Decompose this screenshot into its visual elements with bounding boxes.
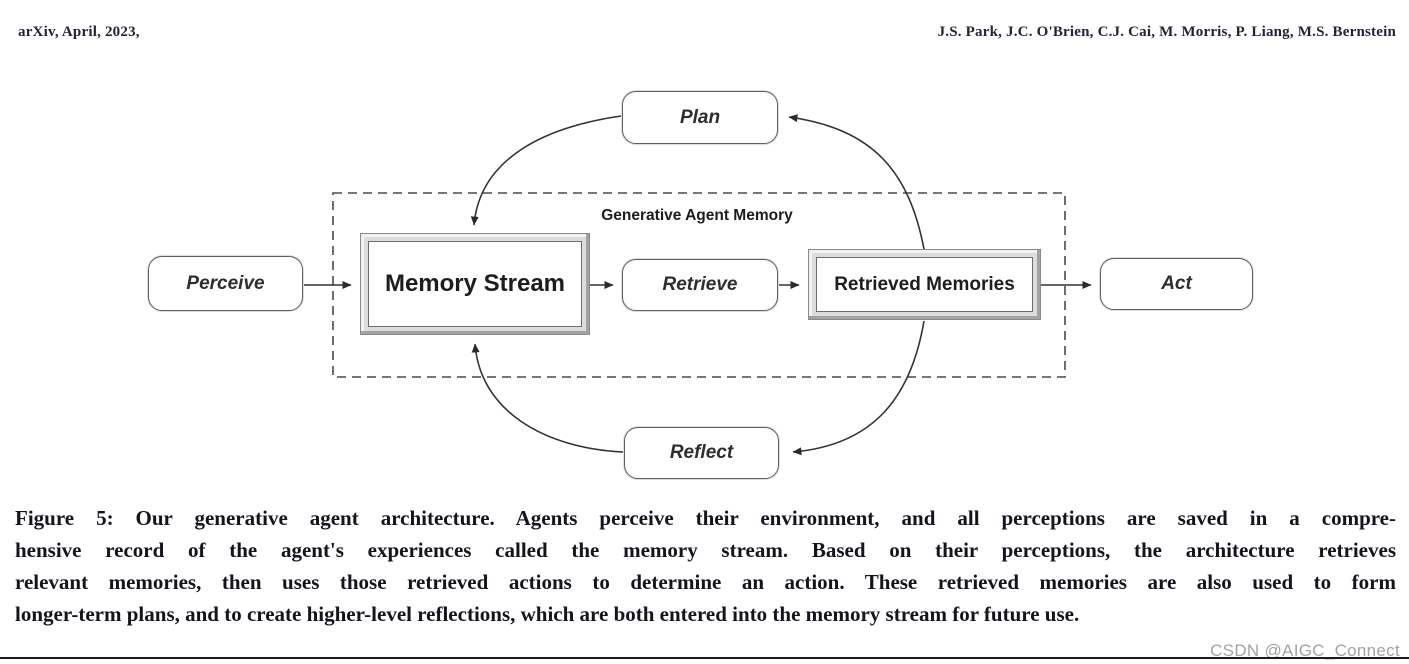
arrow-plan-to-memory-stream <box>470 115 622 226</box>
node-perceive: Perceive <box>148 256 303 311</box>
caption-line: relevant memories, then uses those retri… <box>15 570 1396 594</box>
figure-caption: Figure 5: Our generative agent architect… <box>15 502 1396 630</box>
arrow-reflect-to-memory-stream <box>471 343 624 453</box>
retrieved-memories-label: Retrieved Memories <box>816 257 1033 312</box>
csdn-watermark: CSDN @AIGC_Connect <box>1210 641 1400 660</box>
arrow-retrieved-memories-to-plan <box>788 114 925 250</box>
node-reflect: Reflect <box>624 427 779 479</box>
node-act: Act <box>1100 258 1253 310</box>
bottom-divider <box>0 657 1409 659</box>
node-plan: Plan <box>622 91 778 144</box>
arrow-retrieved-memories-to-reflect <box>792 320 925 456</box>
node-retrieve: Retrieve <box>622 259 778 311</box>
memory-region-label: Generative Agent Memory <box>601 207 793 224</box>
node-memory-stream: Memory Stream <box>360 233 590 335</box>
caption-line: longer-term plans, and to create higher-… <box>15 602 1080 626</box>
node-retrieved-memories: Retrieved Memories <box>808 249 1041 320</box>
arxiv-date-header: arXiv, April, 2023, <box>18 24 140 40</box>
authors-header: J.S. Park, J.C. O'Brien, C.J. Cai, M. Mo… <box>937 24 1396 40</box>
caption-line: hensive record of the agent's experience… <box>15 538 1396 562</box>
memory-stream-label: Memory Stream <box>368 241 582 327</box>
caption-line: Figure 5: Our generative agent architect… <box>15 506 1396 530</box>
